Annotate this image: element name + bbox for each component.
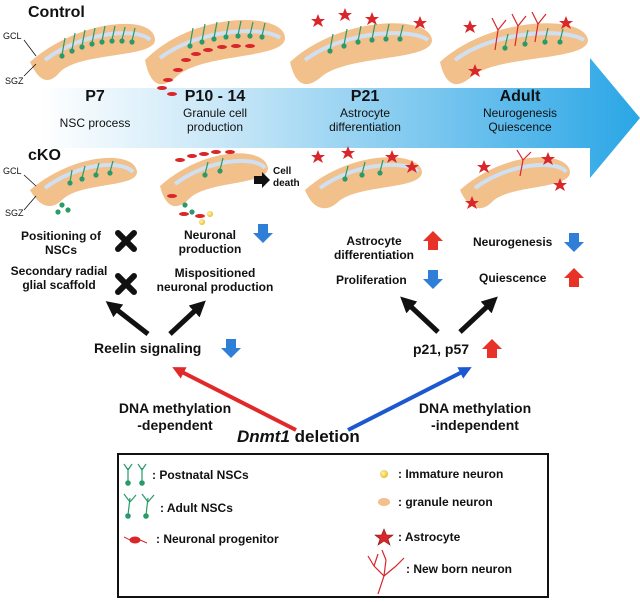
down-arrow-neuronal: [253, 224, 273, 243]
legend-granule-neuron: : granule neuron: [398, 495, 493, 509]
timeline-desc-p21: Astrocyte differentiation: [329, 106, 401, 134]
legend-adult-nsc: : Adult NSCs: [160, 501, 233, 515]
legend-neuronal-progenitor: : Neuronal progenitor: [156, 532, 279, 546]
x-mark-scaffold: [115, 273, 137, 295]
legend-postnatal-nsc: : Postnatal NSCs: [152, 468, 249, 482]
timeline-age-adult: Adult: [499, 88, 541, 105]
p21-p57-label: p21, p57: [413, 341, 470, 357]
gcl-label-cko: GCL: [3, 166, 22, 176]
dnmt1-gene-name: Dnmt1: [237, 427, 290, 446]
dna-methylation-independent-label: DNA methylation -independent: [418, 400, 532, 433]
control-gyrus-p21: [290, 8, 432, 85]
down-arrow-proliferation: [423, 270, 443, 289]
arrow-p21-to-proliferation: [400, 296, 440, 334]
timeline-arrow: [40, 58, 640, 178]
reelin-signaling-label: Reelin signaling: [94, 340, 202, 356]
phenotype-positioning: Positioning of NSCs: [21, 229, 101, 257]
legend-astrocyte: : Astrocyte: [398, 530, 461, 544]
arrow-p21-to-quiescence: [458, 296, 498, 334]
timeline-age-p10: P10 - 14: [184, 88, 246, 105]
immature-neuron-icon: [380, 470, 388, 478]
dna-methylation-dependent-label: DNA methylation -dependent: [118, 400, 232, 433]
control-gyrus-adult: [440, 11, 588, 85]
sgz-label-cko: SGZ: [5, 208, 24, 218]
legend-new-born-neuron: : New born neuron: [406, 562, 512, 576]
adult-nsc-icon: [123, 493, 155, 519]
cko-gyrus-adult: [460, 149, 570, 209]
cko-label: cKO: [28, 147, 61, 164]
x-mark-positioning: [115, 230, 137, 252]
timeline-desc-p10: Granule cell production: [182, 106, 248, 134]
neuronal-progenitor-icon: [123, 536, 148, 544]
phenotype-mispositioned: Mispositioned neuronal production: [156, 266, 274, 294]
control-label: Control: [28, 4, 85, 21]
postnatal-nsc-icon: [123, 463, 147, 486]
phenotype-proliferation: Proliferation: [336, 273, 407, 287]
astrocyte-icon: [374, 528, 394, 546]
gcl-label-control: GCL: [3, 31, 22, 41]
timeline-age-p21: P21: [350, 88, 380, 105]
up-arrow-astro: [423, 231, 443, 250]
legend-box: [117, 453, 549, 598]
new-born-neuron-icon: [367, 549, 405, 595]
cko-gyrus-p10: [160, 150, 268, 225]
granule-neuron-icon: [378, 498, 390, 506]
cko-gyrus-p7: [30, 157, 137, 215]
cell-death-label: Cell death: [273, 166, 300, 189]
cko-gyrus-p21: [305, 146, 422, 209]
arrow-reelin-to-neuronal: [168, 300, 206, 336]
control-gyrus-p10: [145, 19, 285, 96]
arrow-reelin-to-positioning: [105, 301, 150, 336]
legend-immature-neuron: : Immature neuron: [398, 467, 504, 481]
up-arrow-quiescence: [564, 268, 584, 287]
sgz-label-control: SGZ: [5, 76, 24, 86]
deletion-word: deletion: [289, 427, 360, 446]
control-gyrus-p7: [30, 23, 155, 81]
blue-arrow-independent: [347, 367, 472, 432]
timeline-desc-adult: Neurogenesis Quiescence: [482, 106, 558, 134]
cell-death-arrow: [254, 172, 270, 188]
timeline-age-p7: P7: [85, 88, 105, 105]
red-arrow-dependent: [172, 367, 297, 432]
phenotype-neurogenesis: Neurogenesis: [473, 235, 553, 249]
up-arrow-p21: [482, 339, 502, 358]
down-arrow-neurogenesis: [564, 233, 584, 252]
phenotype-neuronal-production: Neuronal production: [178, 228, 242, 256]
down-arrow-reelin: [221, 339, 241, 358]
phenotype-quiescence: Quiescence: [479, 271, 547, 285]
dnmt1-deletion-label: Dnmt1 deletion: [237, 427, 360, 447]
phenotype-astro-diff: Astrocyte differentiation: [334, 234, 414, 262]
timeline-desc-p7: NSC process: [59, 116, 131, 130]
phenotype-scaffold: Secondary radial glial scaffold: [10, 264, 108, 292]
